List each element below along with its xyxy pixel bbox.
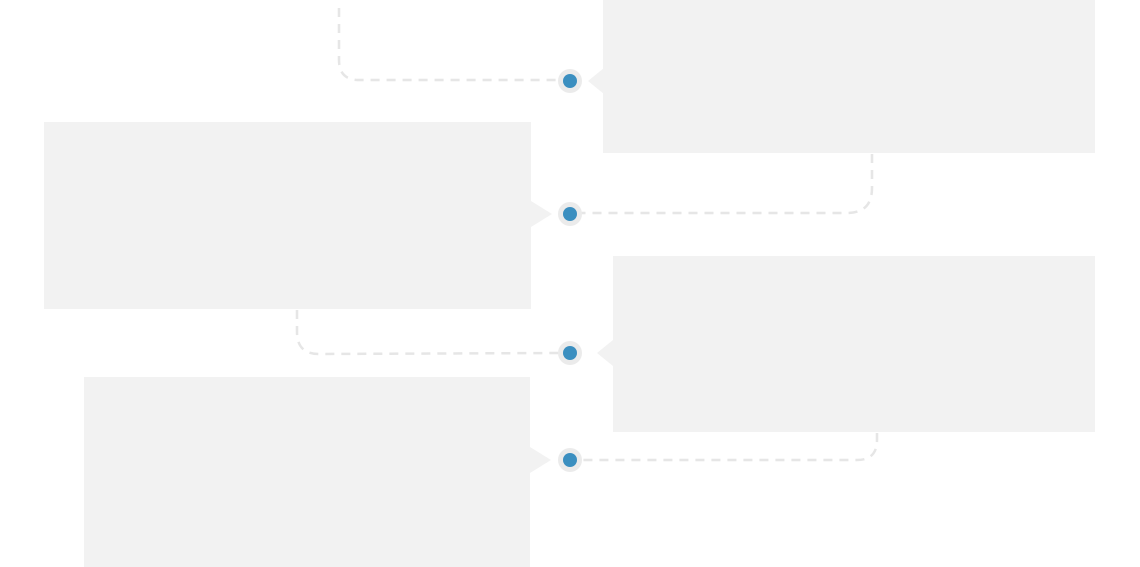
connector-line-1 xyxy=(337,8,560,82)
timeline-panel-3 xyxy=(613,256,1095,432)
connector-line-4 xyxy=(580,433,879,462)
timeline-node-3-dot xyxy=(563,346,577,360)
timeline-panel-1 xyxy=(603,0,1095,153)
timeline-panel-4 xyxy=(84,377,530,567)
connector-line-3 xyxy=(295,310,561,356)
timeline-node-2-dot xyxy=(563,207,577,221)
timeline-panel-2 xyxy=(44,122,531,309)
timeline-node-1-dot xyxy=(563,74,577,88)
timeline-node-1 xyxy=(558,69,582,93)
timeline-pointer-1 xyxy=(588,68,604,94)
timeline-node-3 xyxy=(558,341,582,365)
timeline-pointer-4 xyxy=(530,447,551,473)
timeline-pointer-3 xyxy=(597,340,613,366)
timeline-pointer-2 xyxy=(531,201,552,227)
timeline-node-2 xyxy=(558,202,582,226)
timeline-node-4-dot xyxy=(563,453,577,467)
timeline-node-4 xyxy=(558,448,582,472)
connector-line-2 xyxy=(580,154,874,215)
